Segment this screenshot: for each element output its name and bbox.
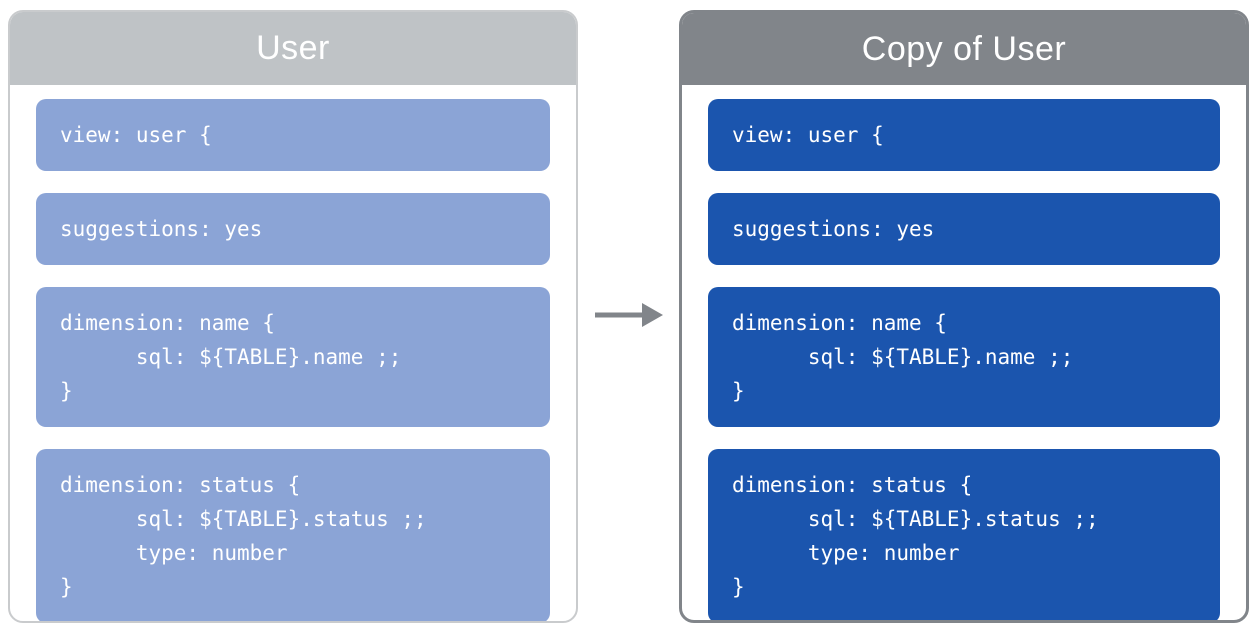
code-line: dimension: status { <box>732 473 973 497</box>
code-line: sql: ${TABLE}.status ;; <box>732 507 1099 531</box>
code-line: sql: ${TABLE}.status ;; <box>60 507 427 531</box>
code-block-dimension-name: dimension: name { sql: ${TABLE}.name ;; … <box>708 287 1220 427</box>
code-line: sql: ${TABLE}.name ;; <box>732 345 1074 369</box>
panel-user-header: User <box>10 12 576 85</box>
panel-user-body: view: user { suggestions: yes dimension:… <box>10 85 576 621</box>
panel-user-title: User <box>256 29 330 67</box>
code-block-dimension-status: dimension: status { sql: ${TABLE}.status… <box>36 449 550 621</box>
panel-user: User view: user { suggestions: yes dimen… <box>8 10 578 623</box>
right-arrow-icon <box>594 302 664 328</box>
code-block-view: view: user { <box>36 99 550 171</box>
code-block-suggestions: suggestions: yes <box>708 193 1220 265</box>
code-line: view: user { <box>60 123 212 147</box>
code-line: dimension: name { <box>732 311 947 335</box>
code-line: view: user { <box>732 123 884 147</box>
panel-copy-of-user: Copy of User view: user { suggestions: y… <box>679 10 1249 623</box>
code-block-dimension-status: dimension: status { sql: ${TABLE}.status… <box>708 449 1220 620</box>
code-block-dimension-name: dimension: name { sql: ${TABLE}.name ;; … <box>36 287 550 427</box>
code-line: } <box>60 575 73 599</box>
code-block-suggestions: suggestions: yes <box>36 193 550 265</box>
code-block-view: view: user { <box>708 99 1220 171</box>
code-line: sql: ${TABLE}.name ;; <box>60 345 402 369</box>
code-line: } <box>60 379 73 403</box>
panel-copy-of-user-body: view: user { suggestions: yes dimension:… <box>682 85 1246 620</box>
code-line: type: number <box>60 541 288 565</box>
code-line: suggestions: yes <box>732 217 935 241</box>
code-line: dimension: status { <box>60 473 301 497</box>
code-line: suggestions: yes <box>60 217 263 241</box>
panel-copy-of-user-header: Copy of User <box>682 13 1246 85</box>
code-line: dimension: name { <box>60 311 275 335</box>
code-line: type: number <box>732 541 960 565</box>
code-line: } <box>732 575 745 599</box>
panel-copy-of-user-title: Copy of User <box>861 29 1067 68</box>
code-line: } <box>732 379 745 403</box>
